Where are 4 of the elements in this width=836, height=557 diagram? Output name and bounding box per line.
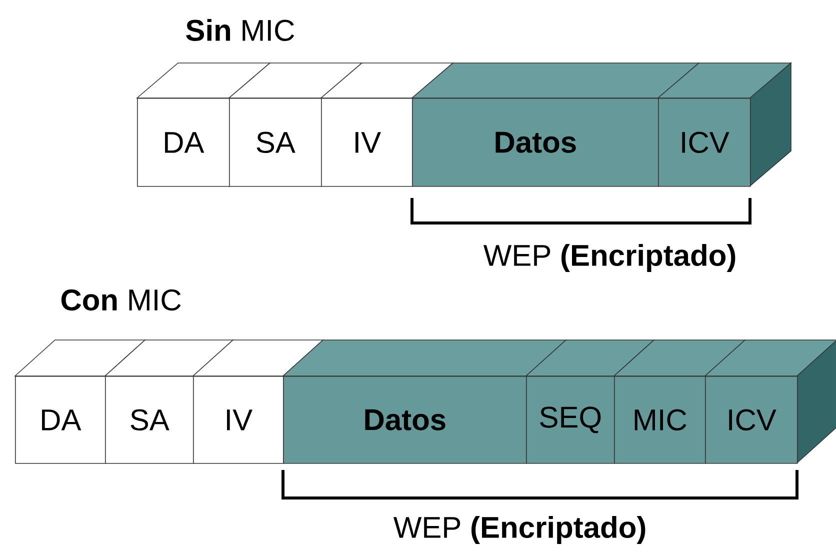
bracket-label: WEP (Encriptado) (393, 516, 646, 544)
row-title: Con MIC (61, 289, 181, 311)
row-title: Sin MIC (186, 18, 294, 42)
bracket-label: WEP (Encriptado) (483, 244, 736, 272)
